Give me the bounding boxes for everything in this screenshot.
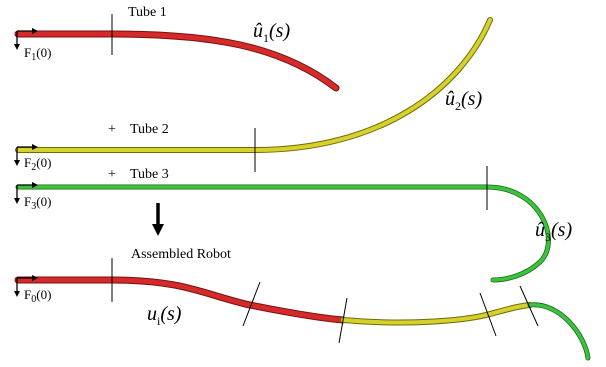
- curvature-ui-label: ui(s): [147, 303, 182, 328]
- tube-3-group: + Tube 3 û3(s) F3(0): [14, 166, 572, 283]
- frame-f3-axes: [14, 182, 38, 204]
- assembled-marker-5: [519, 285, 539, 327]
- assembled-robot-group: ui(s) F0(0): [14, 258, 591, 361]
- assembled-marker-4: [479, 292, 497, 337]
- tube-3-body: [16, 185, 551, 282]
- assembled-green-body: [528, 303, 590, 360]
- frame-f2-label: F2(0): [24, 155, 51, 173]
- tube-2-body: [16, 18, 492, 152]
- frame-f0-axes: [14, 275, 38, 297]
- tube-2-label: Tube 2: [130, 122, 169, 137]
- tube-3-label: Tube 3: [130, 167, 169, 182]
- frame-f2-axes: [14, 144, 38, 166]
- curvature-u2-label: û2(s): [445, 88, 482, 113]
- assembly-arrow: [152, 203, 164, 236]
- tube-1-group: Tube 1 û1(s) F1(0): [14, 5, 340, 92]
- tube-3-plus: +: [108, 167, 116, 182]
- assembled-red-body: [15, 277, 346, 323]
- frame-f3-label: F3(0): [24, 194, 51, 212]
- frame-f1-label: F1(0): [24, 45, 51, 63]
- curvature-u3-label: û3(s): [535, 219, 572, 244]
- curvature-u1-label: û1(s): [253, 20, 290, 45]
- assembled-marker-3: [338, 297, 348, 344]
- assembled-marker-2: [242, 281, 261, 327]
- frame-f1-axes: [14, 28, 38, 50]
- tube-2-plus: +: [108, 122, 116, 137]
- assembled-robot-label: Assembled Robot: [131, 247, 231, 262]
- tube-3-outline: [15, 184, 551, 283]
- frame-f0-label: F0(0): [24, 287, 51, 305]
- tube-1-body: [15, 31, 339, 91]
- tube-2-group: + Tube 2 û2(s) F2(0): [14, 17, 493, 173]
- assembled-yellow-body: [341, 303, 532, 325]
- tube-1-label: Tube 1: [128, 5, 167, 20]
